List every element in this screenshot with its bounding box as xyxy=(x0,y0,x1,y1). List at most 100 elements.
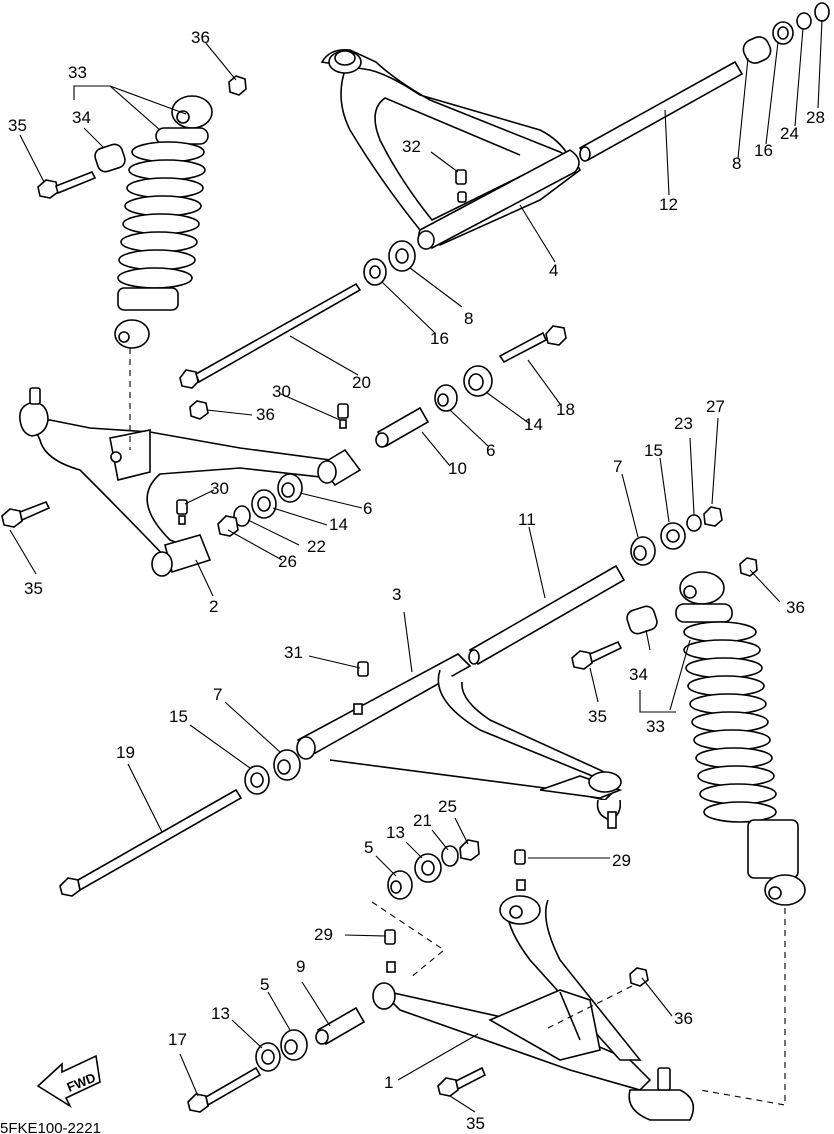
callout-36c: 36 xyxy=(786,598,805,617)
callout-21: 21 xyxy=(413,811,432,830)
bushing-5-a xyxy=(387,870,413,900)
callout-20: 20 xyxy=(352,373,371,392)
callout-17: 17 xyxy=(168,1030,187,1049)
callout-33b: 33 xyxy=(646,717,665,736)
washer-22 xyxy=(233,505,251,527)
callout-13a: 13 xyxy=(386,823,405,842)
callout-19: 19 xyxy=(116,743,135,762)
callout-13b: 13 xyxy=(211,1004,230,1023)
callout-3: 3 xyxy=(392,585,401,604)
bolt-17 xyxy=(187,1066,262,1113)
callout-36b: 36 xyxy=(256,405,275,424)
callout-10: 10 xyxy=(448,459,467,478)
callout-23: 23 xyxy=(674,414,693,433)
upper-arm-3 xyxy=(296,564,626,829)
bushing-7-b xyxy=(273,749,301,781)
callout-4: 4 xyxy=(549,261,558,280)
grease-nipple-32 xyxy=(455,169,467,203)
bolt-35-top-left xyxy=(37,170,97,199)
collar-34-top-left xyxy=(94,143,126,173)
washer-14-b xyxy=(251,489,277,519)
grease-nipple-30-a xyxy=(337,403,349,429)
nut-36-right xyxy=(739,557,758,577)
collar-9 xyxy=(315,1006,366,1046)
callout-36a: 36 xyxy=(191,28,210,47)
callout-2: 2 xyxy=(209,597,218,616)
washer-13-b xyxy=(255,1042,281,1072)
collar-10 xyxy=(375,406,430,448)
nut-36-top xyxy=(228,75,247,96)
bolt-19 xyxy=(59,788,243,897)
callout-36d: 36 xyxy=(674,1009,693,1028)
callout-15a: 15 xyxy=(644,441,663,460)
callout-35a: 35 xyxy=(8,116,27,135)
lower-arm-2 xyxy=(18,387,362,577)
grease-nipple-30-b xyxy=(176,499,188,525)
washer-13-a xyxy=(414,853,442,883)
nut-36-mid xyxy=(189,400,209,420)
bushing-7-a xyxy=(630,536,656,566)
callout-7a: 7 xyxy=(613,457,622,476)
alignment-lines xyxy=(129,348,786,1106)
bolt-20 xyxy=(179,282,362,389)
washer-21 xyxy=(441,845,459,867)
callout-31: 31 xyxy=(284,643,303,662)
forward-arrow-icon: FWD xyxy=(36,1054,101,1109)
nut-36-bottom xyxy=(629,967,649,987)
callout-30b: 30 xyxy=(210,479,229,498)
callout-9: 9 xyxy=(296,957,305,976)
diagram-code: 5FKE100-2221 xyxy=(0,1120,101,1134)
left-shock-absorber xyxy=(114,95,213,349)
bolt-35-left xyxy=(1,500,51,528)
callout-5b: 5 xyxy=(260,975,269,994)
callout-8a: 8 xyxy=(732,154,741,173)
callout-5a: 5 xyxy=(364,838,373,857)
washer-15-b xyxy=(244,765,270,795)
callout-16a: 16 xyxy=(754,141,773,160)
callout-1: 1 xyxy=(384,1073,393,1092)
callout-12: 12 xyxy=(659,195,678,214)
grease-nipple-29-a xyxy=(514,849,526,891)
washer-16-top xyxy=(772,21,794,45)
callout-8b: 8 xyxy=(464,309,473,328)
callout-35d: 35 xyxy=(466,1114,485,1133)
grease-nipple-31 xyxy=(353,661,369,715)
callout-11: 11 xyxy=(518,510,536,529)
bolt-35-right xyxy=(571,640,623,670)
bushing-6-b xyxy=(277,473,303,503)
washer-15-a xyxy=(660,522,686,550)
upper-arm-4 xyxy=(320,48,744,250)
callout-29b: 29 xyxy=(314,925,333,944)
lower-arm-1 xyxy=(372,895,695,1121)
callout-27: 27 xyxy=(706,397,725,416)
nut-27 xyxy=(703,506,723,527)
washer-16-mid xyxy=(363,258,387,286)
washer-23 xyxy=(686,514,702,532)
callout-29a: 29 xyxy=(612,851,631,870)
callout-18: 18 xyxy=(556,400,575,419)
callout-14a: 14 xyxy=(524,415,543,434)
callout-35c: 35 xyxy=(588,707,607,726)
nut-25 xyxy=(459,839,480,861)
callout-labels: 36 33 34 35 32 8 16 24 28 12 4 8 16 20 3… xyxy=(8,28,825,1133)
callout-30a: 30 xyxy=(272,382,291,401)
callout-34b: 34 xyxy=(629,665,648,684)
callout-25: 25 xyxy=(438,797,457,816)
callout-22: 22 xyxy=(307,537,326,556)
grease-nipple-29-b xyxy=(384,929,396,973)
callout-28: 28 xyxy=(806,108,825,127)
nut-26 xyxy=(217,515,239,537)
callout-26: 26 xyxy=(278,552,297,571)
bushing-6-a xyxy=(434,384,458,412)
washer-24 xyxy=(796,12,812,30)
callout-6a: 6 xyxy=(486,441,495,460)
callout-35b: 35 xyxy=(24,579,43,598)
callout-32: 32 xyxy=(402,137,421,156)
washer-14-a xyxy=(463,365,493,397)
bushing-5-b xyxy=(280,1029,308,1061)
right-shock-absorber xyxy=(675,571,806,906)
callout-7b: 7 xyxy=(213,685,222,704)
bushing-8-mid xyxy=(388,240,416,272)
